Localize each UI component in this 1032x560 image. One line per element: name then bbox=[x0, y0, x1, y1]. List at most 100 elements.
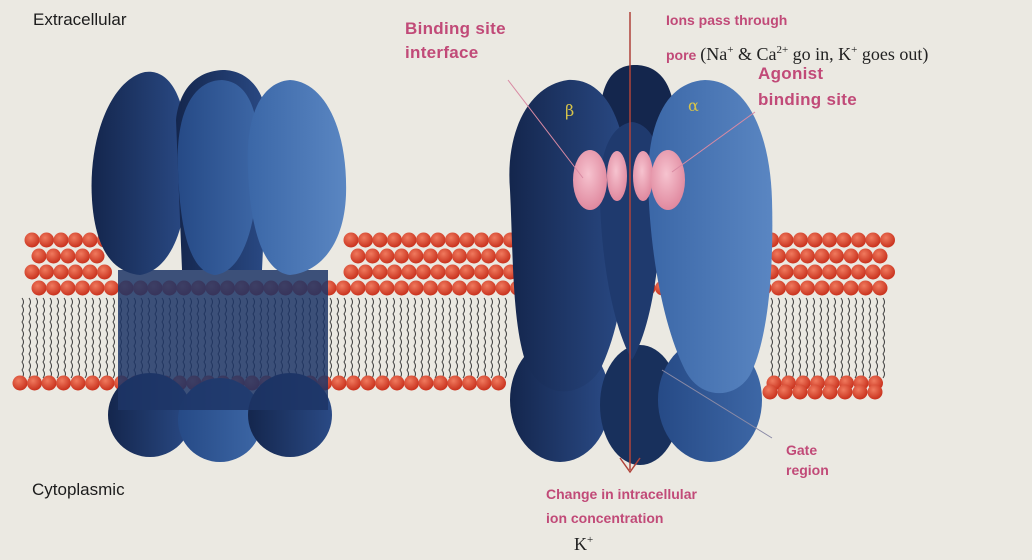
lipid-head bbox=[344, 233, 359, 248]
lipid-head bbox=[793, 233, 808, 248]
lipid-head bbox=[351, 249, 366, 264]
lipid-tail bbox=[449, 298, 451, 378]
lipid-head bbox=[880, 233, 895, 248]
lipid-head bbox=[90, 249, 105, 264]
lipid-head bbox=[858, 281, 873, 296]
lipid-head bbox=[358, 233, 373, 248]
lipid-tail bbox=[862, 298, 864, 378]
lipid-head bbox=[104, 281, 119, 296]
lipid-head bbox=[793, 385, 808, 400]
lipid-head bbox=[97, 265, 112, 280]
lipid-head bbox=[445, 265, 460, 280]
lipid-tail bbox=[456, 298, 458, 378]
lipid-head bbox=[365, 281, 380, 296]
lipid-head bbox=[387, 265, 402, 280]
lipid-head bbox=[402, 265, 417, 280]
lipid-head bbox=[786, 281, 801, 296]
lipid-head bbox=[880, 265, 895, 280]
lipid-head bbox=[438, 281, 453, 296]
lipid-head bbox=[380, 281, 395, 296]
lipid-head bbox=[873, 249, 888, 264]
agonist-label-line2: binding site bbox=[758, 89, 857, 111]
lipid-tail bbox=[813, 298, 815, 378]
lipid-head bbox=[75, 249, 90, 264]
lipid-head bbox=[409, 249, 424, 264]
lipid-head bbox=[85, 376, 100, 391]
lipid-head bbox=[438, 249, 453, 264]
lipid-head bbox=[866, 265, 881, 280]
lipid-head bbox=[56, 376, 71, 391]
lipid-head bbox=[815, 281, 830, 296]
lipid-head bbox=[800, 281, 815, 296]
lipid-head bbox=[373, 233, 388, 248]
lipid-head bbox=[771, 249, 786, 264]
lipid-head bbox=[419, 376, 434, 391]
lipid-head bbox=[844, 281, 859, 296]
lipid-tail bbox=[855, 298, 857, 378]
lipid-head bbox=[346, 376, 361, 391]
lipid-tail bbox=[421, 298, 423, 378]
lipid-head bbox=[763, 385, 778, 400]
lipid-tail bbox=[365, 298, 367, 378]
lipid-head bbox=[431, 265, 446, 280]
lipid-head bbox=[496, 249, 511, 264]
binding-site-alpha-outer bbox=[651, 150, 685, 210]
lipid-head bbox=[822, 265, 837, 280]
lipid-head bbox=[68, 265, 83, 280]
lipid-head bbox=[394, 281, 409, 296]
lipid-tail bbox=[344, 298, 346, 378]
lipid-head bbox=[851, 265, 866, 280]
lipid-head bbox=[71, 376, 86, 391]
lipid-head bbox=[779, 265, 794, 280]
lipid-tail bbox=[463, 298, 465, 378]
potassium-ion-label: K+ bbox=[574, 534, 593, 555]
lipid-head bbox=[837, 265, 852, 280]
lipid-head bbox=[868, 385, 883, 400]
lipid-head bbox=[808, 385, 823, 400]
closed-channel-subunit-1 bbox=[92, 72, 189, 275]
lipid-tail bbox=[400, 298, 402, 378]
lipid-head bbox=[853, 385, 868, 400]
lipid-head bbox=[32, 281, 47, 296]
binding-site-beta-outer bbox=[573, 150, 607, 210]
lipid-head bbox=[373, 265, 388, 280]
lipid-tail bbox=[113, 298, 115, 378]
lipid-head bbox=[39, 265, 54, 280]
lipid-head bbox=[387, 233, 402, 248]
lipid-head bbox=[404, 376, 419, 391]
lipid-head bbox=[409, 281, 424, 296]
lipid-head bbox=[779, 233, 794, 248]
lipid-tail bbox=[386, 298, 388, 378]
lipid-tail bbox=[470, 298, 472, 378]
lipid-head bbox=[46, 249, 61, 264]
change-concentration-label-line2: ion concentration bbox=[546, 508, 663, 528]
lipid-head bbox=[489, 233, 504, 248]
lipid-head bbox=[800, 249, 815, 264]
open-channel-subunit-alpha bbox=[648, 80, 772, 393]
lipid-tail bbox=[106, 298, 108, 378]
change-concentration-label-line1: Change in intracellular bbox=[546, 484, 697, 504]
lipid-head bbox=[61, 249, 76, 264]
lipid-head bbox=[390, 376, 405, 391]
lipid-tail bbox=[393, 298, 395, 378]
lipid-head bbox=[358, 265, 373, 280]
lipid-head bbox=[771, 281, 786, 296]
gate-region-label-line2: region bbox=[786, 460, 829, 480]
lipid-tail bbox=[771, 298, 773, 378]
gate-region-label-line1: Gate bbox=[786, 440, 817, 460]
lipid-tail bbox=[491, 298, 493, 378]
lipid-head bbox=[866, 233, 881, 248]
lipid-head bbox=[491, 376, 506, 391]
lipid-head bbox=[460, 233, 475, 248]
lipid-head bbox=[90, 281, 105, 296]
lipid-head bbox=[462, 376, 477, 391]
lipid-head bbox=[786, 249, 801, 264]
ions-pass-label-line1: Ions pass through bbox=[666, 10, 787, 30]
lipid-tail bbox=[820, 298, 822, 378]
lipid-tail bbox=[71, 298, 73, 378]
lipid-head bbox=[838, 385, 853, 400]
extracellular-label: Extracellular bbox=[33, 10, 127, 30]
lipid-tail bbox=[351, 298, 353, 378]
lipid-head bbox=[452, 281, 467, 296]
ions-pass-pore-word: pore bbox=[666, 47, 696, 63]
